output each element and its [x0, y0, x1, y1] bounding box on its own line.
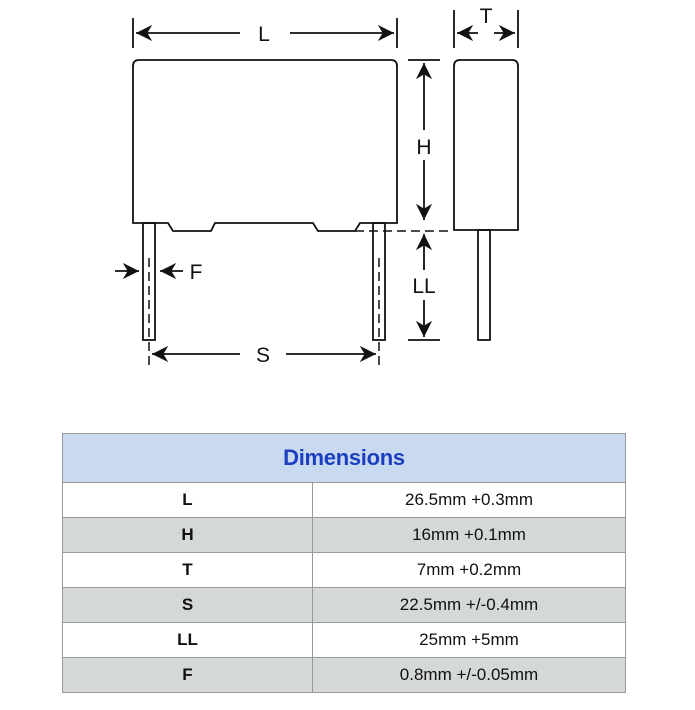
param-cell: F: [62, 657, 313, 693]
label-S: S: [256, 344, 270, 367]
left-lead: [142, 222, 156, 341]
label-F: F: [190, 261, 203, 284]
param-cell: L: [62, 482, 313, 518]
param-cell: T: [62, 552, 313, 588]
label-L: L: [258, 23, 270, 46]
value-cell: 7mm +0.2mm: [312, 552, 626, 588]
right-lead: [372, 222, 386, 341]
value-cell: 26.5mm +0.3mm: [312, 482, 626, 518]
value-cell: 25mm +5mm: [312, 622, 626, 658]
value-cell: 0.8mm +/-0.05mm: [312, 657, 626, 693]
value-cell: 22.5mm +/-0.4mm: [312, 587, 626, 623]
table-title: Dimensions: [62, 433, 626, 483]
side-lead: [477, 229, 491, 341]
label-H: H: [416, 136, 431, 159]
param-cell: LL: [62, 622, 313, 658]
label-T: T: [480, 5, 493, 28]
capacitor-body-front: [132, 59, 398, 232]
value-cell: 16mm +0.1mm: [312, 517, 626, 553]
capacitor-body-side: [453, 59, 519, 231]
param-cell: H: [62, 517, 313, 553]
param-cell: S: [62, 587, 313, 623]
capacitor-dimension-diagram: L H LL S F T: [115, 5, 519, 370]
label-LL: LL: [412, 275, 435, 298]
